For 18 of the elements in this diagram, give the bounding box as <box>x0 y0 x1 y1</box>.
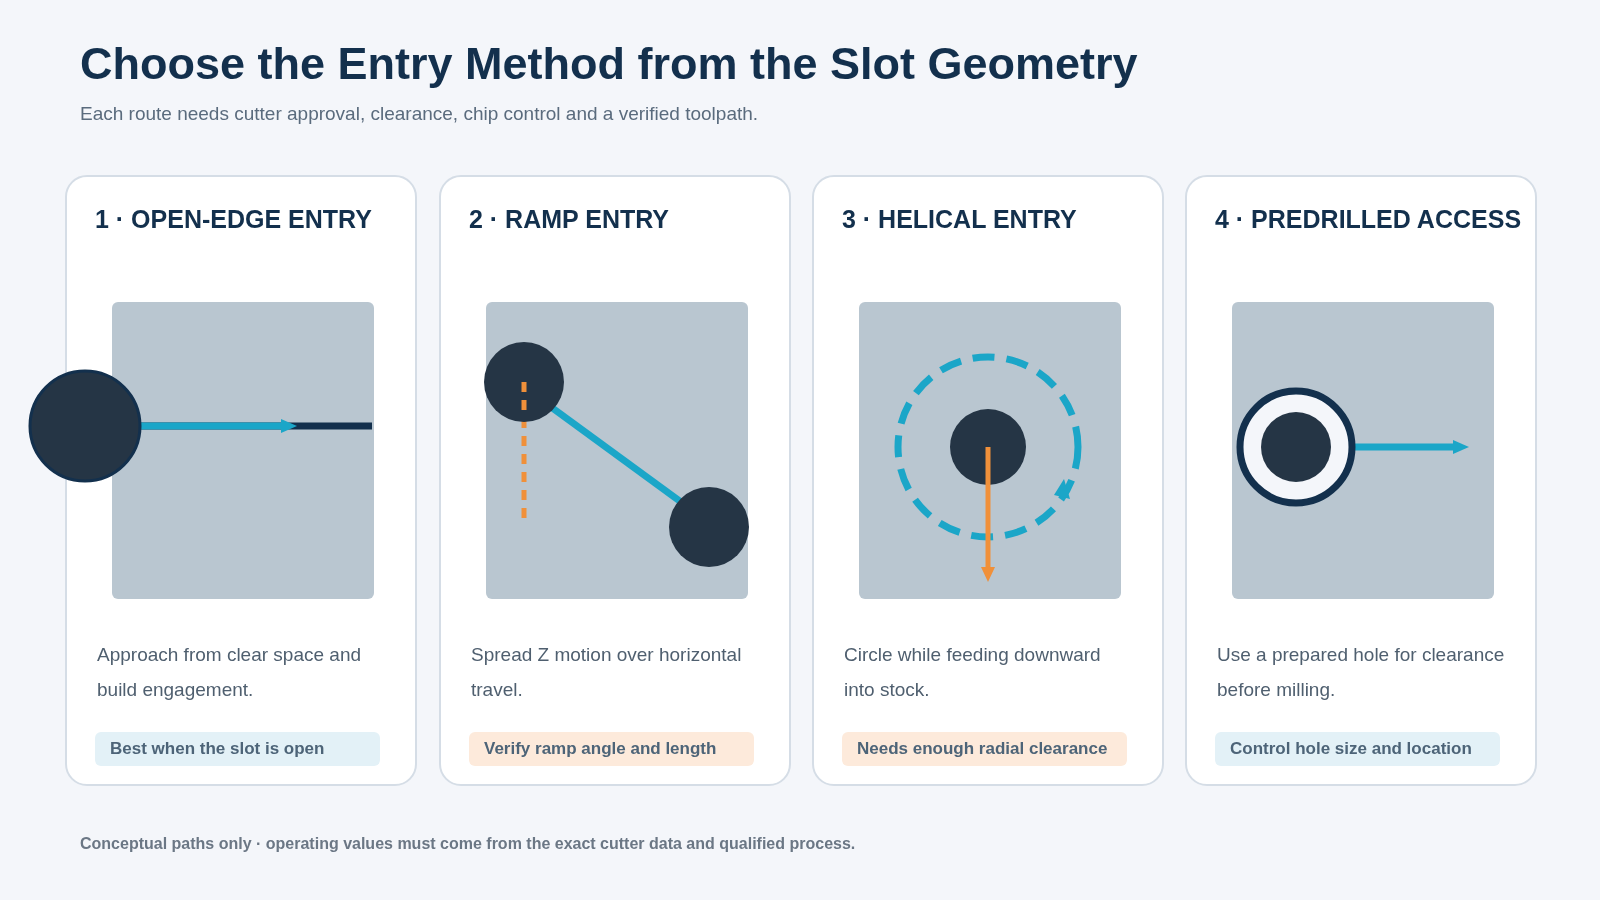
card-heading: 1 · OPEN-EDGE ENTRY <box>95 205 372 234</box>
card-heading: 4 · PREDRILLED ACCESS <box>1215 205 1522 234</box>
card-description: Use a prepared hole for clearance before milling. <box>1217 643 1506 702</box>
card-heading: 2 · RAMP ENTRY <box>469 205 670 234</box>
subtitle: Each route needs cutter approval, clearance, chip control and a verified toolpath. <box>80 103 759 125</box>
note-tag: Verify ramp angle and length <box>469 732 754 766</box>
card-heading: 3 · HELICAL ENTRY <box>842 205 1077 234</box>
footnote: Conceptual paths only · operating values must come from the exact cutter data and qualified process. <box>80 835 856 853</box>
page-title: Choose the Entry Method from the Slot Geometry <box>80 38 1138 90</box>
method-card <box>439 175 791 786</box>
card-description: Spread Z motion over horizontal travel. <box>471 643 743 702</box>
note-tag: Needs enough radial clearance <box>842 732 1127 766</box>
method-card <box>1185 175 1537 786</box>
card-description: Approach from clear space and build engagement. <box>97 643 363 702</box>
method-card <box>812 175 1164 786</box>
note-tag: Control hole size and location <box>1215 732 1500 766</box>
card-description: Circle while feeding downward into stock. <box>844 643 1102 702</box>
note-tag: Best when the slot is open <box>95 732 380 766</box>
